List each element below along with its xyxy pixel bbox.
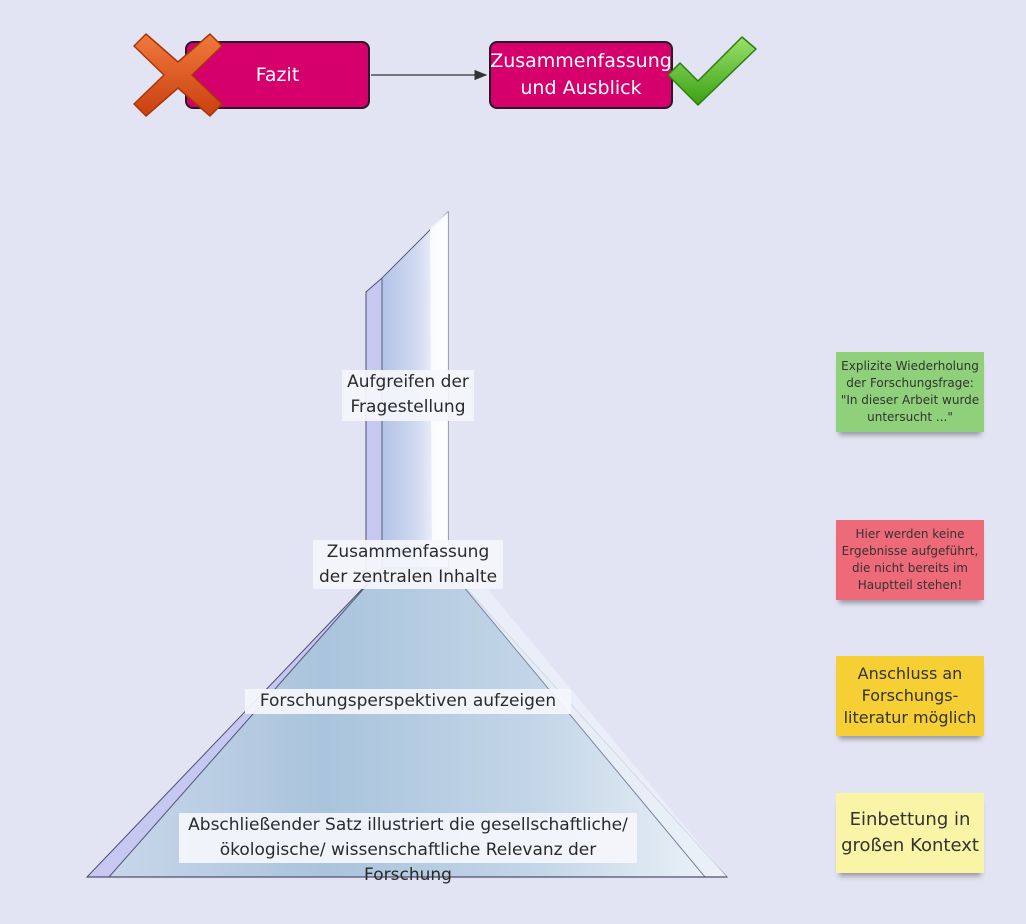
zusammenfassung-box: Zusammenfassung und Ausblick (489, 41, 673, 109)
fazit-label: Fazit (255, 63, 300, 86)
funnel-label-perspektiven: Forschungsperspektiven aufzeigen (245, 689, 571, 714)
funnel-label-inhalte: Zusammenfassung der zentralen Inhalte (313, 540, 503, 589)
sticky-note-forschungsfrage: Explizite Wiederholung der Forschungsfra… (836, 352, 984, 432)
cross-icon (133, 33, 223, 117)
checkmark-icon (667, 36, 757, 106)
funnel-label-fragestellung: Aufgreifen der Fragestellung (342, 370, 474, 421)
funnel-label-relevanz: Abschließender Satz illustriert die gese… (179, 813, 637, 885)
sticky-note-keine-ergebnisse: Hier werden keine Ergebnisse aufgeführt,… (836, 520, 984, 600)
zusammenfassung-label: Zusammenfassung und Ausblick (490, 50, 672, 99)
sticky-note-kontext: Einbettung in großen Kontext (836, 793, 984, 873)
sticky-note-forschungsliteratur: Anschluss an Forschungs-literatur möglic… (836, 656, 984, 736)
